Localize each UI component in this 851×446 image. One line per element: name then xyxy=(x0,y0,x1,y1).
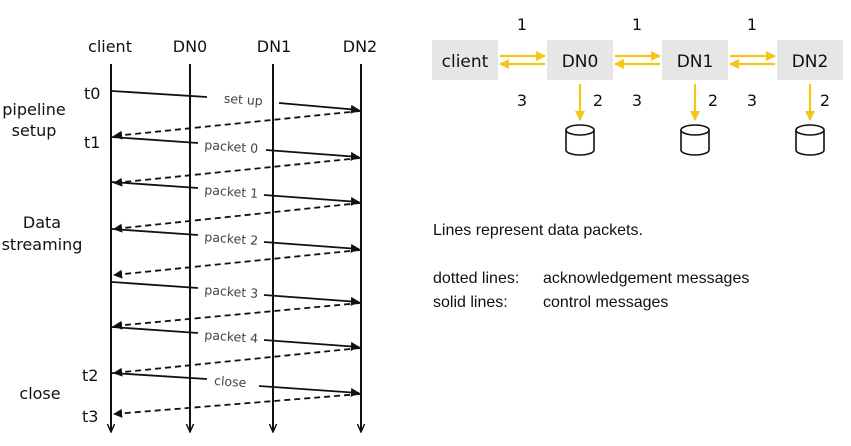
write-step-label-dn1: 2 xyxy=(708,91,718,110)
pipeline-box-dn0 xyxy=(547,40,613,80)
time-t0: t0 xyxy=(84,84,100,103)
message-label-packet-4: packet 4 xyxy=(204,327,259,346)
message-packet-2: packet 2 xyxy=(111,228,360,253)
message-label-setup: set up xyxy=(223,91,263,109)
ack-close xyxy=(113,393,361,418)
disk-icon xyxy=(565,124,595,156)
message-label-close: close xyxy=(214,373,247,390)
disk-icon xyxy=(680,124,710,156)
time-t2: t2 xyxy=(82,366,98,385)
pipeline-diagram: client DN0 DN1 DN2 1 1 1 3 3 3 2 2 2 xyxy=(432,15,843,156)
time-t1: t1 xyxy=(84,133,100,152)
message-packet-1: packet 1 xyxy=(111,181,360,206)
pipeline-box-dn1 xyxy=(662,40,728,80)
timeline-node-dn0: DN0 xyxy=(173,37,207,56)
timeline-node-client: client xyxy=(88,37,132,56)
pipeline-box-dn2 xyxy=(777,40,843,80)
phase-setup-line1: pipeline xyxy=(2,100,65,119)
time-t3: t3 xyxy=(82,407,98,426)
message-label-packet-2: packet 2 xyxy=(204,229,259,248)
legend-dotted-key: dotted lines: xyxy=(433,270,520,287)
write-step-label-dn2: 2 xyxy=(820,91,830,110)
message-close: close xyxy=(111,372,360,397)
message-packet-0: packet 0 xyxy=(111,136,360,161)
legend-solid-value: control messages xyxy=(543,294,669,311)
message-packet-4: packet 4 xyxy=(111,326,360,351)
pipeline-label-dn0: DN0 xyxy=(562,52,599,72)
disk-icon xyxy=(795,124,825,156)
forward-step-label-2: 1 xyxy=(632,15,642,34)
timeline-node-dn1: DN1 xyxy=(257,37,291,56)
legend-caption: Lines represent data packets. xyxy=(433,222,643,239)
pipeline-label-client: client xyxy=(442,52,489,72)
legend-dotted-value: acknowledgement messages xyxy=(543,270,750,287)
ack-packet-4 xyxy=(113,347,361,377)
phase-data-line2: streaming xyxy=(2,235,83,254)
timeline-diagram: client DN0 DN1 DN2 t0 t1 t2 t3 pipeline … xyxy=(2,37,377,432)
ack-packet-1 xyxy=(113,202,361,233)
ack-packet-0 xyxy=(113,157,361,187)
message-label-packet-0: packet 0 xyxy=(204,137,259,156)
ack-setup xyxy=(113,110,361,140)
legend-solid-row: solid lines: control messages xyxy=(433,294,668,312)
forward-step-label-3: 1 xyxy=(747,15,757,34)
pipeline-label-dn1: DN1 xyxy=(677,52,714,72)
ack-step-label-1: 3 xyxy=(517,91,527,110)
pipeline-label-dn2: DN2 xyxy=(792,52,829,72)
ack-packet-3 xyxy=(113,302,361,330)
phase-setup-line2: setup xyxy=(12,121,57,140)
message-label-packet-3: packet 3 xyxy=(204,282,259,301)
forward-step-label-1: 1 xyxy=(517,15,527,34)
phase-data-line1: Data xyxy=(23,213,61,232)
pipeline-box-client xyxy=(432,40,498,80)
write-step-label-dn0: 2 xyxy=(593,91,603,110)
timeline-node-dn2: DN2 xyxy=(343,37,377,56)
ack-packet-2 xyxy=(113,249,361,279)
ack-step-label-3: 3 xyxy=(747,91,757,110)
ack-step-label-2: 3 xyxy=(632,91,642,110)
legend-solid-key: solid lines: xyxy=(433,294,508,311)
phase-close: close xyxy=(19,384,60,403)
message-setup: set up xyxy=(111,90,360,114)
legend-dotted-row: dotted lines: acknowledgement messages xyxy=(433,270,749,288)
message-packet-3: packet 3 xyxy=(111,281,360,306)
message-label-packet-1: packet 1 xyxy=(204,182,259,201)
